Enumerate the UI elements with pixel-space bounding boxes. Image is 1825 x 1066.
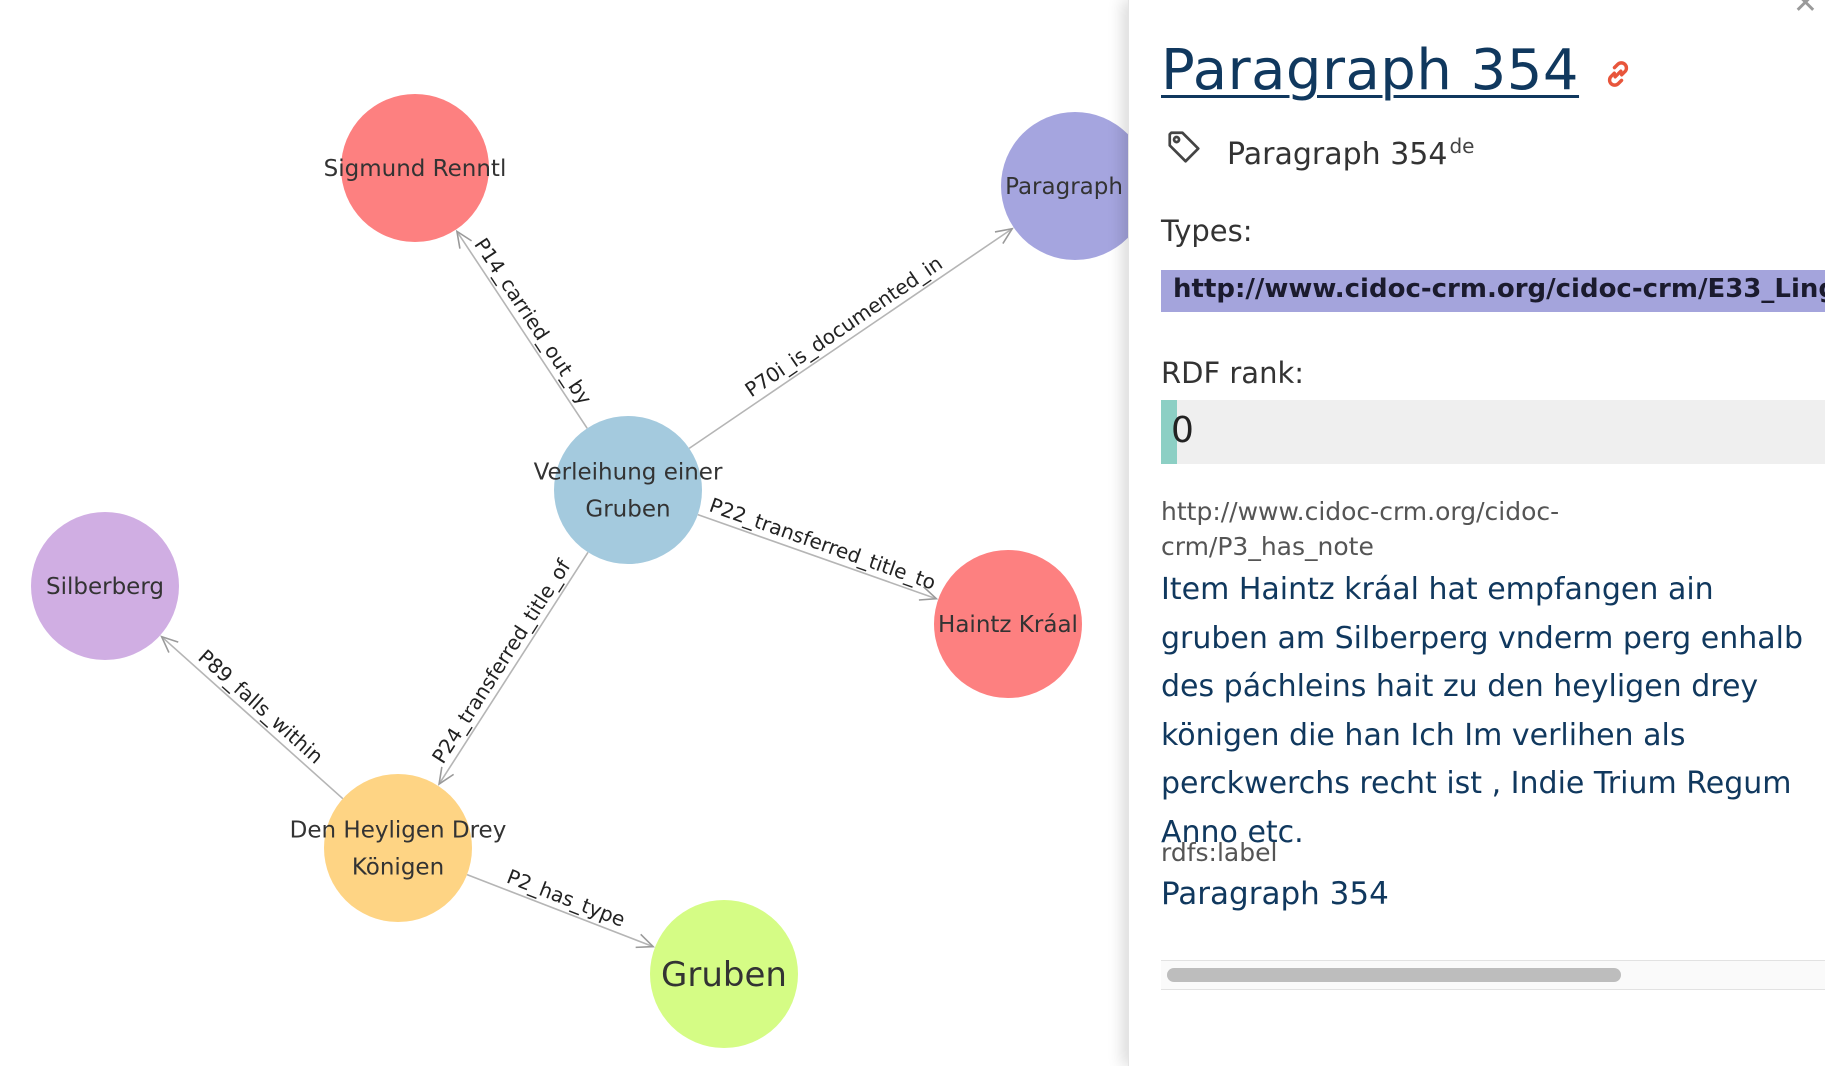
edge-arrowhead-p89 [160,635,179,653]
link-icon[interactable] [1601,57,1635,91]
node-label-verleihung: Verleihung einer [534,460,723,486]
close-icon[interactable]: ✕ [1792,0,1818,21]
edge-arrowhead-p22 [918,586,939,601]
rdf-rank-value: 0 [1171,410,1194,451]
type-chip[interactable]: http://www.cidoc-crm.org/cidoc-crm/E33_L… [1161,270,1825,312]
node-silberberg[interactable]: Silberberg [31,512,179,660]
node-circle-sigmund[interactable] [341,94,489,242]
rdf-rank-heading: RDF rank: [1161,356,1305,390]
node-gruben[interactable]: Gruben [650,900,798,1048]
node-label-paragraph: Paragraph 3 [1005,174,1130,200]
edge-p14[interactable] [456,230,588,429]
node-label-heyligen: Den Heyligen Drey [290,818,507,844]
edge-label-p14: P14_carried_out_by [469,233,597,409]
language-tag: de [1449,134,1475,158]
edge-p70i[interactable] [688,228,1013,450]
note-property-name: http://www.cidoc-crm.org/cidoc-crm/P3_ha… [1161,497,1560,561]
edge-label-p24: P24_transferred_title_of [427,554,576,767]
panel-title: Paragraph 354 [1161,38,1635,103]
edge-arrowhead-p24 [438,766,455,786]
node-circle-verleihung[interactable] [554,416,702,564]
edge-p2[interactable] [466,873,654,948]
edge-arrowhead-p14 [455,229,473,249]
edge-p24[interactable] [438,551,589,785]
rdf-rank-bar: 0 [1161,400,1825,464]
rdfs-label-value: Paragraph 354 [1161,876,1389,912]
node-circle-gruben[interactable] [650,900,798,1048]
node-label-heyligen: Königen [352,854,444,880]
node-circle-paragraph[interactable] [1001,112,1130,260]
node-label-sigmund: Sigmund Renntl [324,156,507,182]
edge-label-p70i: P70i_is_documented_in [740,251,946,402]
node-label-haintz: Haintz Kráal [938,612,1078,638]
node-circle-silberberg[interactable] [31,512,179,660]
scrollbar-thumb[interactable] [1167,968,1621,982]
edge-arrowhead-p70i [994,227,1014,244]
type-uri: http://www.cidoc-crm.org/cidoc-crm/E33_L… [1173,274,1825,304]
node-circle-heyligen[interactable] [324,774,472,922]
edge-p89[interactable] [161,636,344,800]
node-circle-haintz[interactable] [934,550,1082,698]
node-sigmund[interactable]: Sigmund Renntl [324,94,507,242]
node-label-verleihung: Gruben [585,496,670,522]
note-property-value: Item Haintz kráal hat empfangen ain grub… [1161,572,1803,850]
tag-icon [1168,131,1200,163]
types-heading: Types: [1161,214,1253,248]
node-haintz[interactable]: Haintz Kráal [934,550,1082,698]
edge-p22[interactable] [697,513,937,600]
node-label-silberberg: Silberberg [46,574,164,600]
node-paragraph[interactable]: Paragraph 3 [1001,112,1130,260]
edge-label-p89: P89_falls_within [194,645,329,769]
node-label-gruben: Gruben [661,955,787,995]
resource-title-link[interactable]: Paragraph 354 [1161,38,1580,103]
rdfs-label-property-name: rdfs:label [1161,838,1278,867]
edge-label-p2: P2_has_type [504,864,629,931]
edge-label-p22: P22_transferred_title_to [706,493,939,595]
horizontal-scrollbar[interactable] [1161,960,1825,990]
edge-arrowhead-p2 [635,933,655,949]
rdf-rank-fill [1161,400,1177,464]
